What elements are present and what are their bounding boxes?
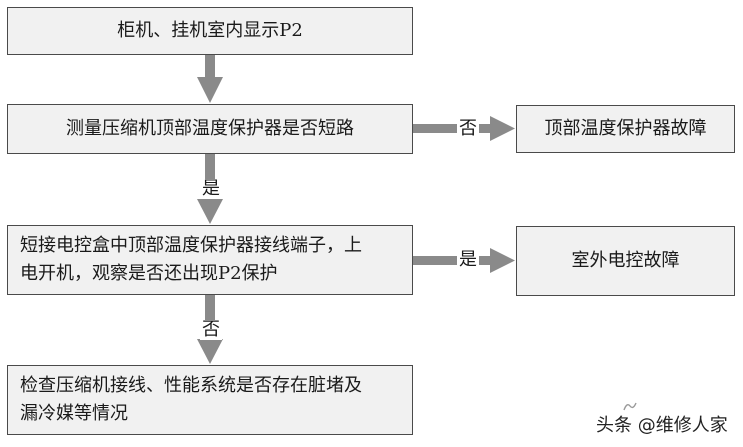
step1-box: 柜机、挂机室内显示P2 bbox=[7, 7, 413, 55]
result2-text: 室外电控故障 bbox=[571, 250, 680, 271]
label-step2-yes: 是 bbox=[200, 178, 222, 199]
step4-text: 检查压缩机接线、性能系统是否存在脏堵及 漏冷媒等情况 bbox=[20, 372, 362, 428]
arrow-step2-to-step3 bbox=[197, 154, 223, 224]
step4-line1: 检查压缩机接线、性能系统是否存在脏堵及 bbox=[20, 375, 362, 396]
arrow-step2-to-result1 bbox=[413, 116, 515, 141]
watermark-text: 头条 @维修人家 bbox=[596, 415, 728, 436]
watermark-icon bbox=[623, 402, 637, 411]
label-step3-no: 否 bbox=[200, 319, 222, 340]
label-step2-no: 否 bbox=[457, 118, 479, 139]
step3-text: 短接电控盒中顶部温度保护器接线端子，上 电开机，观察是否还出现P2保护 bbox=[20, 232, 362, 288]
step3-line2: 电开机，观察是否还出现P2保护 bbox=[20, 263, 278, 284]
step4-line2: 漏冷媒等情况 bbox=[20, 403, 128, 424]
result2-box: 室外电控故障 bbox=[516, 226, 735, 296]
step3-line1: 短接电控盒中顶部温度保护器接线端子，上 bbox=[20, 235, 362, 256]
label-step3-yes: 是 bbox=[457, 249, 479, 270]
result1-text: 顶部温度保护器故障 bbox=[544, 118, 707, 139]
result1-box: 顶部温度保护器故障 bbox=[516, 105, 735, 153]
arrow-step1-to-step2 bbox=[197, 55, 223, 103]
arrow-step3-to-step4 bbox=[197, 295, 223, 364]
step2-box: 测量压缩机顶部温度保护器是否短路 bbox=[7, 104, 413, 154]
step2-text: 测量压缩机顶部温度保护器是否短路 bbox=[66, 118, 354, 139]
step3-box: 短接电控盒中顶部温度保护器接线端子，上 电开机，观察是否还出现P2保护 bbox=[7, 225, 413, 295]
step1-text: 柜机、挂机室内显示P2 bbox=[117, 20, 303, 41]
arrow-step3-to-result2 bbox=[413, 248, 515, 273]
step4-box: 检查压缩机接线、性能系统是否存在脏堵及 漏冷媒等情况 bbox=[7, 365, 413, 435]
